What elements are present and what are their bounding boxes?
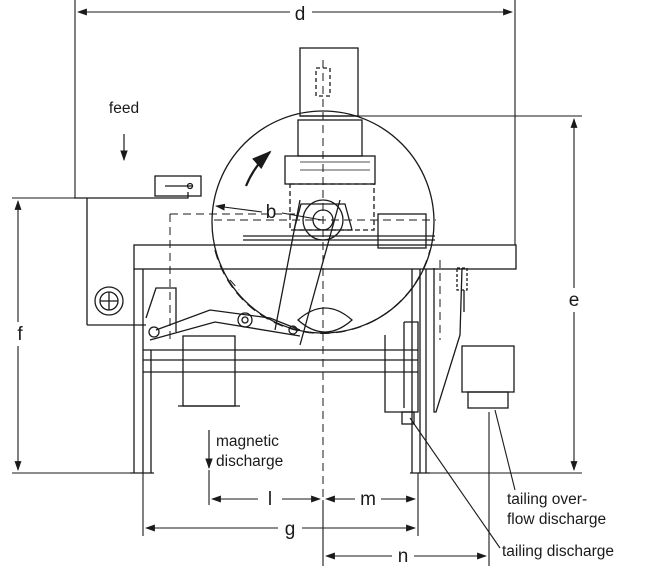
dim-label-n: n: [398, 546, 409, 567]
dim-label-e: e: [569, 290, 580, 311]
feed-box: [154, 175, 202, 197]
rotation-arrow: [244, 150, 272, 187]
magnetic-discharge-chute: [182, 335, 236, 407]
tailing-overflow-label-line2: flow discharge: [507, 511, 606, 528]
dim-label-d: d: [295, 4, 306, 25]
gearbox: [297, 119, 363, 157]
dim-label-m: m: [360, 489, 376, 510]
magnetic-discharge-label-line1: magnetic: [216, 433, 279, 450]
dim-label-f: f: [17, 324, 23, 345]
tailing-overflow-label-line1: tailing over-: [507, 491, 587, 508]
machine-outline: [74, 47, 517, 474]
dim-label-g: g: [285, 519, 296, 540]
main-frame: [133, 244, 517, 270]
drive-motor: [299, 47, 359, 117]
magnetic-discharge-label-line2: discharge: [216, 453, 283, 470]
dimension-lines: [12, 0, 582, 566]
tailing-discharge-label: tailing discharge: [502, 543, 614, 560]
hidden-lines: [169, 60, 441, 500]
dim-label-b: b: [266, 202, 277, 223]
dim-label-l: l: [268, 489, 272, 510]
feed-label: feed: [109, 100, 139, 117]
feed-motor: [94, 286, 124, 316]
